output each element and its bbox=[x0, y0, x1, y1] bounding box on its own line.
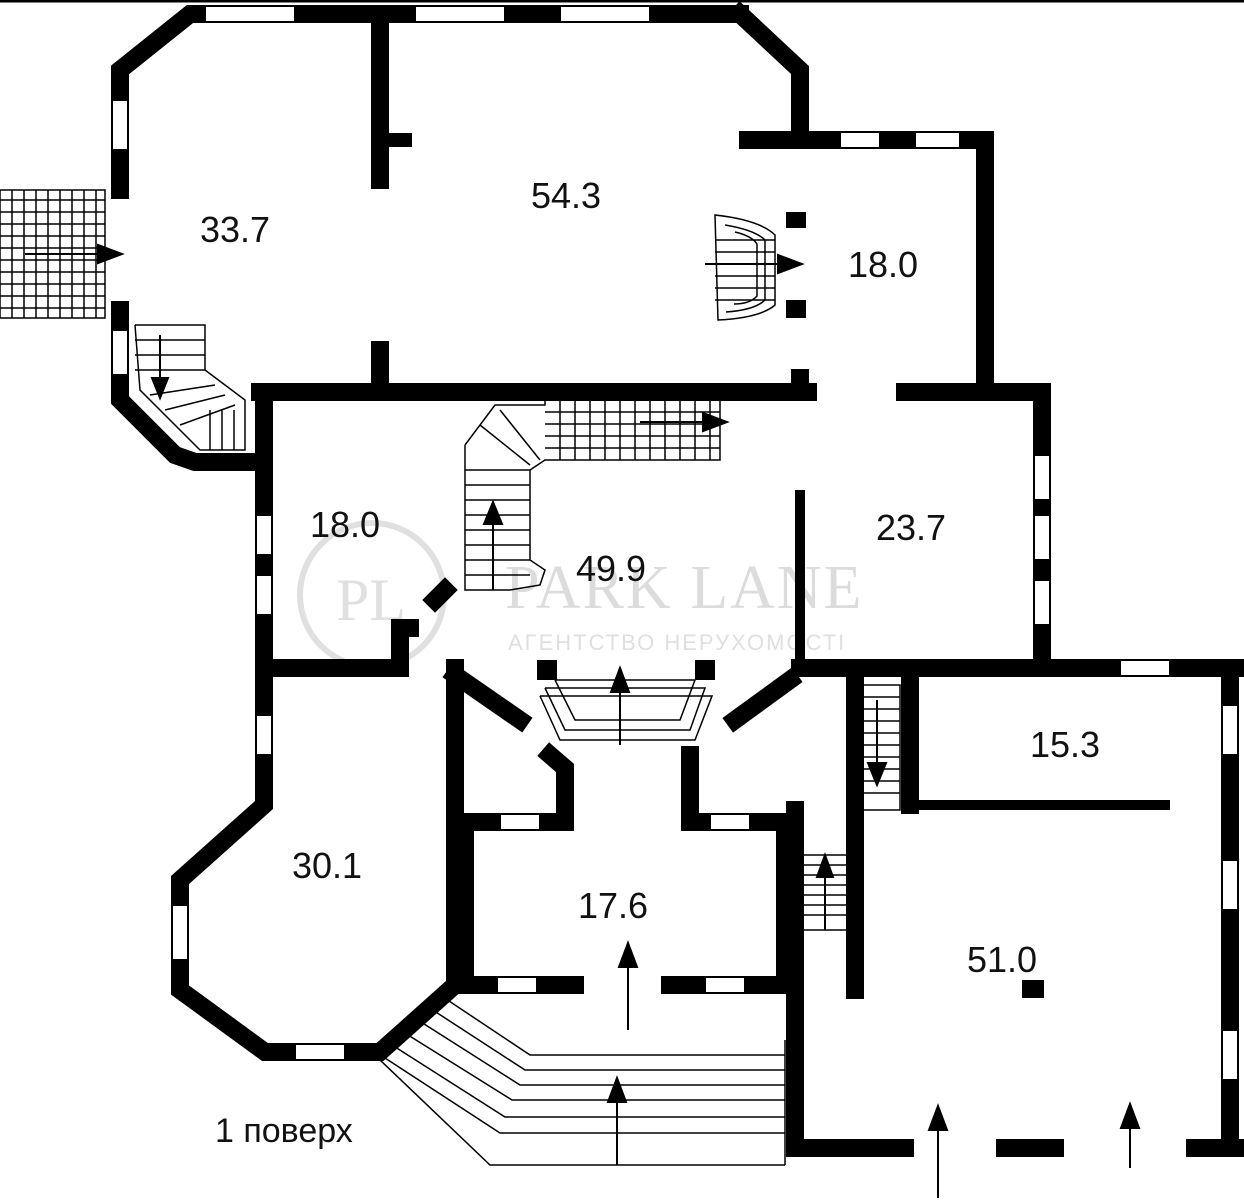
room-area-33-7: 33.7 bbox=[200, 209, 270, 250]
arrows bbox=[25, 243, 1141, 1198]
room-area-17-6: 17.6 bbox=[578, 885, 648, 926]
room-area-49-9: 49.9 bbox=[576, 548, 646, 589]
room-area-15-3: 15.3 bbox=[1030, 724, 1100, 765]
pillars bbox=[537, 212, 1044, 998]
stairs bbox=[0, 189, 901, 1166]
room-area-18-0-top: 18.0 bbox=[848, 244, 918, 285]
room-area-18-0-left: 18.0 bbox=[310, 504, 380, 545]
watermark: PL PARK LANE АГЕНТСТВО НЕРУХОМОСТІ bbox=[297, 520, 864, 670]
watermark-brand: PARK LANE bbox=[505, 554, 864, 622]
room-area-23-7: 23.7 bbox=[876, 507, 946, 548]
room-area-54-3: 54.3 bbox=[531, 175, 601, 216]
watermark-tagline: АГЕНТСТВО НЕРУХОМОСТІ bbox=[508, 630, 846, 655]
floor-label: 1 поверх bbox=[215, 1112, 353, 1150]
windows bbox=[111, 5, 1239, 1081]
room-area-30-1: 30.1 bbox=[292, 845, 362, 886]
room-area-51-0: 51.0 bbox=[967, 939, 1037, 980]
